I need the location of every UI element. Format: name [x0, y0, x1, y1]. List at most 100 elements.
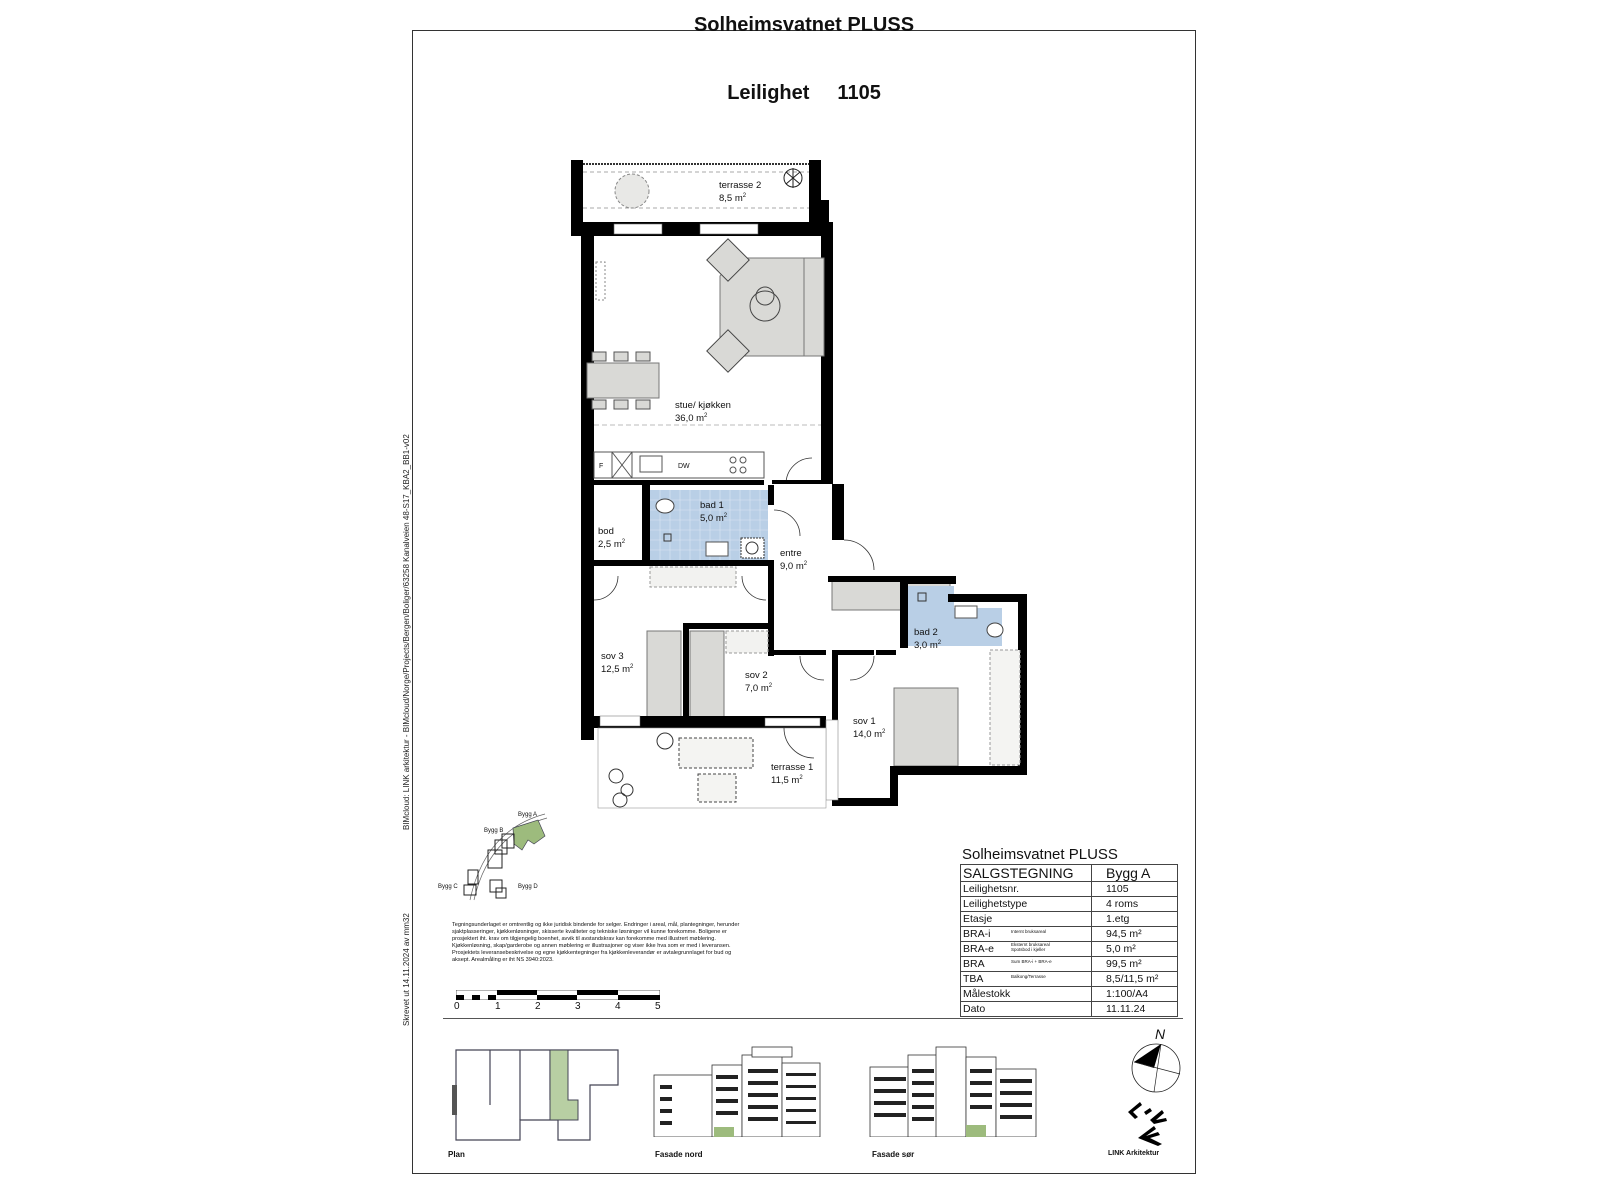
north-label: N: [1155, 1026, 1166, 1042]
room-area: 11,5 m2: [771, 775, 803, 787]
site-label-bygg-a: Bygg A: [518, 812, 538, 818]
table-row: Leilighetsnr.1105: [960, 881, 1178, 897]
dining-table: [586, 351, 660, 410]
room-area: 36,0 m2: [675, 413, 708, 425]
thumb-caption-facade-sor: Fasade sør: [872, 1150, 915, 1159]
row-key: Målestokk: [960, 986, 1092, 1002]
room-area: 8,5 m2: [719, 193, 747, 205]
scale-tick: 3: [575, 1001, 581, 1012]
room-sov-3: sov 3 12,5 m2: [601, 651, 633, 675]
room-name: sov 2: [745, 670, 768, 681]
row-value: 99,5 m²: [1091, 956, 1178, 972]
title-block-header: SALGSTEGNING Bygg A: [960, 864, 1178, 882]
site-label-bygg-c: Bygg C: [438, 884, 458, 890]
row-value: 1.etg: [1091, 911, 1178, 927]
thumb-caption-plan: Plan: [448, 1150, 465, 1159]
scale-tick: 2: [535, 1001, 541, 1012]
title-block-building: Bygg A: [1091, 864, 1178, 882]
facade-north-thumbnail: [653, 1046, 821, 1137]
room-name: bod: [598, 526, 614, 537]
drawing-sheet: [412, 30, 1196, 1174]
logo-caption: LINK Arkitektur: [1108, 1150, 1160, 1157]
row-key: Dato: [960, 1001, 1092, 1017]
scale-tick: 4: [615, 1001, 621, 1012]
site-plan-key: [463, 813, 548, 901]
link-logo-icon: [1128, 1102, 1167, 1146]
room-name: terrasse 2: [719, 180, 762, 191]
row-value: 1105: [1091, 881, 1178, 897]
facade-south-thumbnail: [869, 1046, 1037, 1137]
room-area: 5,0 m2: [700, 513, 728, 525]
scale-bar: [456, 990, 660, 1000]
disclaimer-text: Tegningsunderlaget er omtrentlig og ikke…: [452, 922, 740, 963]
row-key: Leilighetstype: [960, 896, 1092, 912]
row-value: 94,5 m²: [1091, 926, 1178, 942]
room-terrasse-1: terrasse 1 11,5 m2: [771, 762, 813, 786]
plant-icon: [783, 168, 803, 188]
divider: [443, 1018, 1183, 1019]
room-entre: entre 9,0 m2: [780, 548, 807, 572]
plan-thumbnail: [452, 1049, 619, 1141]
room-area: 12,5 m2: [601, 664, 634, 676]
unit-number: 1105: [837, 82, 881, 104]
fridge-label: F: [599, 463, 604, 470]
room-bod: bod 2,5 m2: [598, 526, 625, 550]
room-name: bad 2: [914, 627, 938, 638]
room-terrasse-2: terrasse 2 8,5 m2: [719, 180, 761, 204]
room-name: stue/ kjøkken: [675, 400, 731, 411]
row-value: 1:100/A4: [1091, 986, 1178, 1002]
room-name: bad 1: [700, 500, 724, 511]
room-area: 2,5 m2: [598, 539, 626, 551]
row-value: 5,0 m²: [1091, 941, 1178, 957]
title-block-title: Solheimsvatnet PLUSS: [962, 846, 1118, 863]
room-name: terrasse 1: [771, 762, 814, 773]
scale-tick: 5: [655, 1001, 661, 1012]
thumb-caption-facade-nord: Fasade nord: [655, 1150, 703, 1159]
kitchen-counter: [593, 451, 765, 479]
room-bad-2: bad 2 3,0 m2: [914, 627, 941, 651]
site-label-bygg-b: Bygg B: [484, 828, 504, 834]
site-label-bygg-d: Bygg D: [518, 884, 538, 890]
scale-numbers: 0 1 2 3 4 5: [452, 1001, 672, 1013]
unit-title: Leilighet 1105: [412, 82, 1196, 105]
room-area: 9,0 m2: [780, 561, 808, 573]
room-area: 14,0 m2: [853, 729, 886, 741]
north-arrow-icon: [1131, 1043, 1181, 1093]
room-sov-2: sov 2 7,0 m2: [745, 670, 772, 694]
terrasse-2-area: [571, 160, 829, 222]
row-value: 11.11.24: [1091, 1001, 1178, 1017]
room-area: 7,0 m2: [745, 683, 773, 695]
title-block-heading: SALGSTEGNING: [960, 864, 1092, 882]
plant-icon: [608, 732, 674, 808]
room-name: entre: [780, 548, 802, 559]
room-stue-kjokken: stue/ kjøkken 36,0 m2: [675, 400, 731, 424]
room-area: 3,0 m2: [914, 640, 942, 652]
room-name: sov 1: [853, 716, 876, 727]
row-key: Etasje: [960, 911, 1092, 927]
row-value: 4 roms: [1091, 896, 1178, 912]
room-sov-1: sov 1 14,0 m2: [853, 716, 885, 740]
sofa-group: [706, 238, 825, 373]
unit-label: Leilighet: [727, 82, 810, 104]
bygg-a-highlight: [512, 819, 546, 851]
room-bad-1: bad 1 5,0 m2: [700, 500, 727, 524]
dishwasher-label: DW: [678, 463, 690, 470]
scale-tick: 1: [495, 1001, 501, 1012]
room-name: sov 3: [601, 651, 624, 662]
scale-tick: 0: [454, 1001, 460, 1012]
title-block-table: SALGSTEGNING Bygg A Leilighetsnr.1105 Le…: [960, 864, 1178, 1017]
project-title: Solheimsvatnet PLUSS: [693, 14, 915, 36]
